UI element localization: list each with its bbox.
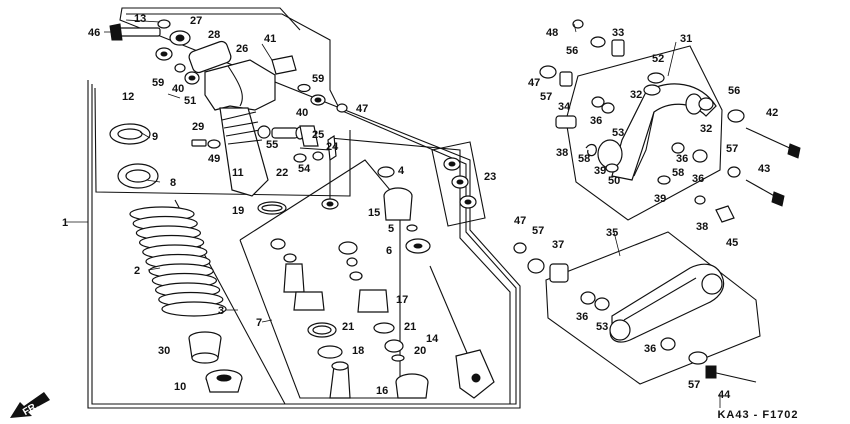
callout-49: 49 (208, 153, 220, 165)
callout-56-right: 56 (728, 85, 740, 97)
callout-15: 15 (368, 207, 380, 219)
callout-58-left: 58 (578, 153, 590, 165)
callout-28: 28 (208, 29, 220, 41)
callout-17: 17 (396, 294, 408, 306)
callout-7: 7 (256, 317, 262, 329)
callout-36-armL: 36 (590, 115, 602, 127)
callout-32-right: 32 (700, 123, 712, 135)
damper-internals (270, 166, 495, 399)
callout-29: 29 (192, 121, 204, 133)
callout-47-top: 47 (356, 103, 368, 115)
callout-47-right: 47 (528, 77, 540, 89)
callout-39-right: 39 (654, 193, 666, 205)
spring-coil (161, 301, 227, 317)
group-outline-bushings (431, 141, 486, 227)
callout-54: 54 (298, 163, 311, 175)
callout-27: 27 (190, 15, 202, 27)
callout-11: 11 (232, 167, 244, 179)
callout-1: 1 (62, 217, 68, 229)
connecting-rod-assembly (513, 242, 757, 383)
callout-53-arm: 53 (612, 127, 624, 139)
callout-36-rodL: 36 (576, 311, 588, 323)
callout-57-right: 57 (726, 143, 738, 155)
callout-40-right: 40 (296, 107, 308, 119)
callout-50: 50 (608, 175, 620, 187)
callout-32-top: 32 (630, 89, 642, 101)
callout-5: 5 (388, 223, 394, 235)
callout-57-top: 57 (540, 91, 552, 103)
group-outline-connecting-rod (545, 231, 761, 385)
callout-14: 14 (426, 333, 439, 345)
callout-37: 37 (552, 239, 564, 251)
callout-52: 52 (652, 53, 664, 65)
callout-41: 41 (264, 33, 276, 45)
callout-12: 12 (122, 91, 134, 103)
callout-59-right: 59 (312, 73, 324, 85)
callout-59-left: 59 (152, 77, 164, 89)
callout-21-left: 21 (342, 321, 354, 333)
callout-23: 23 (484, 171, 496, 183)
callout-labels: 46 13 27 28 26 41 59 40 51 12 59 40 47 9… (62, 13, 778, 401)
callout-26: 26 (236, 43, 248, 55)
callout-3: 3 (218, 305, 224, 317)
callout-47-low: 47 (514, 215, 526, 227)
callout-36-armR: 36 (692, 173, 704, 185)
callout-46: 46 (88, 27, 100, 39)
callout-33: 33 (612, 27, 624, 39)
callout-2: 2 (134, 265, 140, 277)
callout-57-low: 57 (532, 225, 544, 237)
callout-34: 34 (558, 101, 571, 113)
callout-39-left: 39 (594, 165, 606, 177)
fastener-set (694, 109, 801, 223)
callout-21-right: 21 (404, 321, 416, 333)
callout-40-left: 40 (172, 83, 184, 95)
callout-31: 31 (680, 33, 692, 45)
callout-18: 18 (352, 345, 364, 357)
callout-36-rodR: 36 (644, 343, 656, 355)
callout-57-bottom: 57 (688, 379, 700, 391)
callout-20: 20 (414, 345, 426, 357)
callout-9: 9 (152, 131, 158, 143)
group-outline-shock-arm (565, 45, 723, 221)
shock-absorber-body (109, 19, 348, 215)
callout-43: 43 (758, 163, 770, 175)
callout-35: 35 (606, 227, 618, 239)
callout-30: 30 (158, 345, 170, 357)
callout-42: 42 (766, 107, 778, 119)
bushing-set (443, 157, 477, 209)
callout-6: 6 (386, 245, 392, 257)
callout-51: 51 (184, 95, 196, 107)
callout-8: 8 (170, 177, 176, 189)
callout-24: 24 (326, 141, 339, 153)
callout-55: 55 (266, 139, 278, 151)
callout-44: 44 (718, 389, 731, 401)
callout-4: 4 (398, 165, 405, 177)
callout-38-right: 38 (696, 221, 708, 233)
callout-56-top: 56 (566, 45, 578, 57)
group-outline-shock-assembly (87, 7, 521, 409)
callout-58-right: 58 (672, 167, 684, 179)
callout-38-left: 38 (556, 147, 568, 159)
callout-13: 13 (134, 13, 146, 25)
callout-25: 25 (312, 129, 324, 141)
callout-16: 16 (376, 385, 388, 397)
callout-48: 48 (546, 27, 558, 39)
drawing-code: KA43 - F1702 (717, 409, 798, 421)
callout-36-armM: 36 (676, 153, 688, 165)
shock-arm-assembly (539, 19, 717, 185)
callout-22: 22 (276, 167, 288, 179)
callout-10: 10 (174, 381, 186, 393)
spring-assembly (109, 123, 243, 393)
leader-lines (66, 19, 721, 408)
callout-53-rod: 53 (596, 321, 608, 333)
callout-19: 19 (232, 205, 244, 217)
front-direction-arrow (10, 392, 50, 418)
callout-45: 45 (726, 237, 738, 249)
